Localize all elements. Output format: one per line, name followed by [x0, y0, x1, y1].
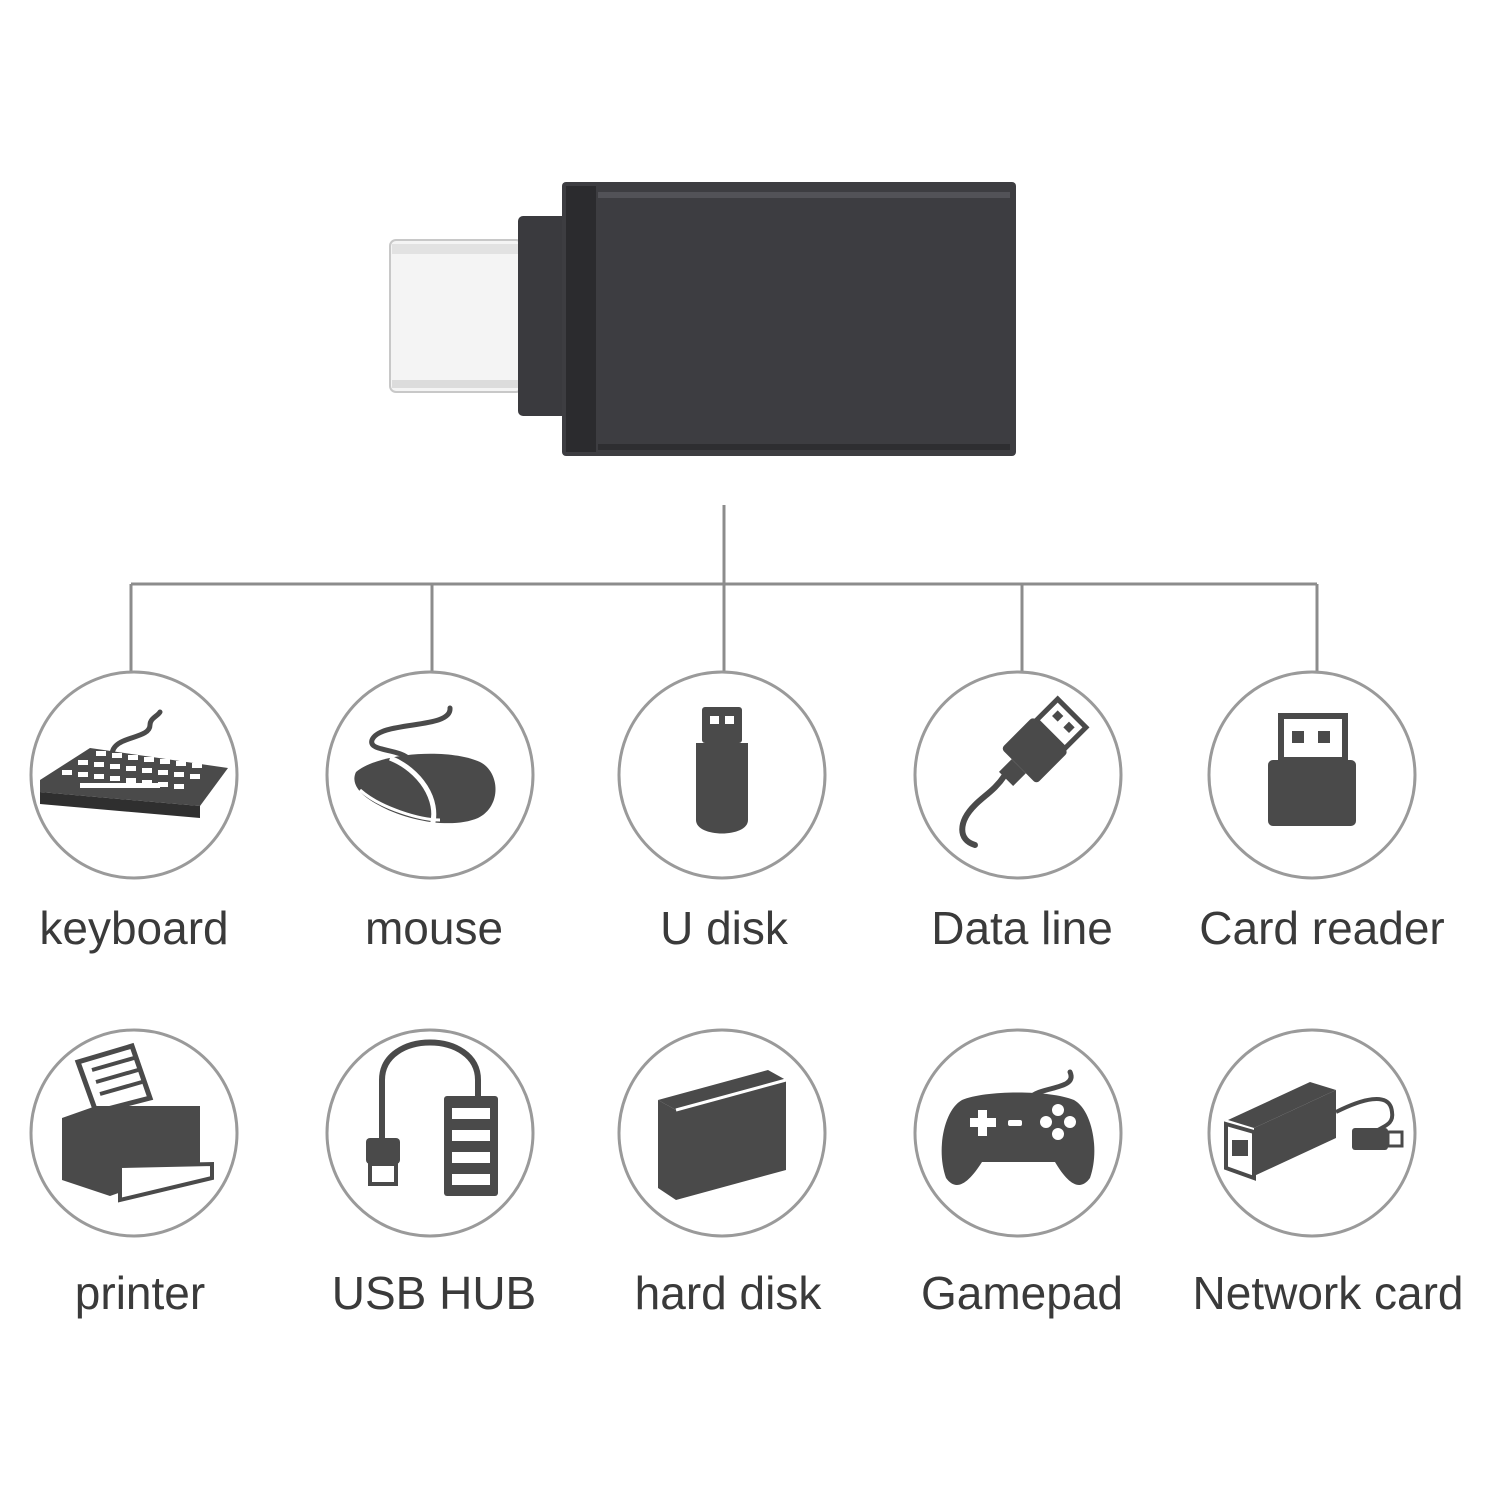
card-reader-icon — [1268, 713, 1356, 826]
device-circle-card-reader — [1207, 670, 1417, 880]
device-label-u-disk: U disk — [660, 902, 788, 954]
device-label-gamepad: Gamepad — [920, 1267, 1123, 1319]
usb-flash-drive-icon — [696, 707, 748, 834]
device-circle-gamepad — [913, 1028, 1123, 1238]
device-label-mouse: mouse — [364, 902, 504, 954]
device-circle-data-line — [913, 670, 1123, 880]
usb-cable-icon — [959, 695, 1090, 848]
gamepad-icon — [941, 1069, 1095, 1185]
hard-disk-icon — [658, 1070, 787, 1200]
printer-icon — [62, 1042, 214, 1203]
device-circle-keyboard — [29, 670, 239, 880]
usb-c-to-usb-a-otg-adapter-icon — [389, 182, 1016, 456]
device-label-usb-hub: USB HUB — [331, 1267, 537, 1319]
device-circle-hard-disk — [617, 1028, 827, 1238]
device-circle-u-disk — [617, 670, 827, 880]
device-circle-printer — [29, 1028, 239, 1238]
usb-hub-icon — [366, 1039, 498, 1196]
mouse-icon — [354, 705, 496, 827]
device-circle-network-card — [1207, 1028, 1417, 1238]
device-circle-mouse — [325, 670, 535, 880]
device-label-hard-disk: hard disk — [634, 1267, 822, 1319]
device-label-network-card: Network card — [1192, 1267, 1464, 1319]
device-label-printer: printer — [74, 1267, 206, 1319]
keyboard-icon — [40, 709, 228, 818]
device-label-card-reader: Card reader — [1199, 902, 1445, 954]
connector-lines — [129, 505, 1319, 672]
device-label-data-line: Data line — [931, 902, 1113, 954]
network-card-icon — [1224, 1082, 1404, 1181]
device-label-keyboard: keyboard — [39, 902, 229, 954]
device-circle-usb-hub — [325, 1028, 535, 1238]
